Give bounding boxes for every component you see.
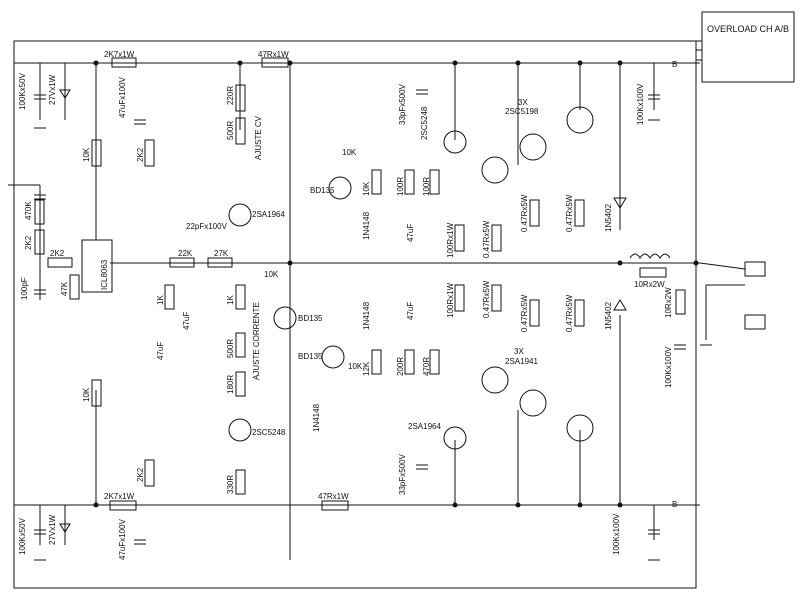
label-c-100k-top: 100Kx100V	[636, 83, 645, 125]
label-c-33pf-bot: 33pFx500V	[398, 454, 407, 495]
label-c-47uf-d: 47uF	[406, 301, 415, 320]
label-r-47k: 47K	[60, 281, 69, 296]
label-r-100rx1w-a: 100Rx1W	[446, 222, 455, 258]
label-r-top-feed: 2K7x1W	[104, 50, 135, 59]
label-r-27k: 27K	[214, 249, 229, 258]
label-r-bot-rail: 47Rx1W	[318, 492, 349, 501]
label-d-1n4148-c: 1N4148	[312, 403, 321, 432]
label-r-180r: 180R	[226, 374, 235, 394]
label-t-2sa1964-top: 2SA1964	[252, 210, 285, 219]
label-c-bot-2: 47uFx100V	[118, 519, 127, 560]
label-r-100r-1: 100R	[396, 176, 405, 196]
label-t-bd135-mid: BD135	[298, 314, 323, 323]
label-c-top-left: 100Kx50V	[18, 73, 27, 110]
label-r-10rx2w-a: 10Rx2W	[634, 280, 665, 289]
label-r-047-1: 0.47Rx5W	[482, 220, 491, 258]
label-ajuste-corrente: AJUSTE CORRENTE	[252, 302, 261, 380]
transistor-2sa1964-top	[228, 203, 252, 227]
label-d-1n5402-top: 1N5402	[604, 203, 613, 232]
label-c-47uf-a: 47uF	[182, 311, 191, 330]
label-r-10k-v1: 10K	[362, 181, 371, 196]
label-r-22k: 22K	[178, 249, 193, 258]
label-r-top-rail: 47Rx1W	[258, 50, 289, 59]
label-r-bot-feed: 2K7x1W	[104, 492, 135, 501]
overload-title: OVERLOAD CH A/B	[707, 24, 790, 34]
label-r-100rx1w-b: 100Rx1W	[446, 282, 455, 318]
label-t-2sc5248-left: 2SC5248	[252, 428, 286, 437]
label-r-12k: 12K	[362, 361, 371, 376]
label-r-10k-left-bot: 10K	[82, 387, 91, 402]
transistor-q2-top	[519, 133, 547, 161]
label-r-10k-q1: 10K	[342, 148, 357, 157]
label-r-10k-bd: 10K	[264, 270, 279, 279]
label-r-470k: 470K	[24, 201, 33, 220]
label-r-047-6: 0.47Rx5W	[565, 294, 574, 332]
label-c-22pf: 22pFx100V	[186, 222, 227, 231]
label-r-500r-top: 500R	[226, 120, 235, 140]
label-ic: ICL8063	[100, 259, 109, 290]
label-d-1n5402-bot: 1N5402	[604, 301, 613, 330]
label-r-220r: 220R	[226, 85, 235, 105]
label-c-100k-bot: 100Kx100V	[612, 513, 621, 555]
label-c-33pf-top: 33pFx500V	[398, 84, 407, 125]
label-r-1k-a: 1K	[156, 295, 165, 305]
transistor-q2-bot	[519, 389, 547, 417]
label-r-047-5: 0.47Rx5W	[565, 194, 574, 232]
label-r-10rx2w-b: 10Rx2W	[664, 287, 673, 318]
label-z-bot: 27Vx1W	[48, 514, 57, 545]
transistor-q3-bot	[566, 414, 594, 442]
label-r-200r: 200R	[396, 356, 405, 376]
label-c-100k-out: 100Kx100V	[664, 346, 673, 388]
label-ajuste-cv: AJUSTE CV	[254, 115, 263, 160]
ic-symbol	[81, 239, 113, 293]
label-r-10k-q2: 10K	[348, 362, 363, 371]
transistor-bd135-bot	[321, 345, 345, 369]
label-rail-top: B	[672, 60, 678, 69]
label-c-47uf-c: 47uF	[406, 223, 415, 242]
label-r-100r-2: 100R	[422, 176, 431, 196]
label-r-1k-b: 1K	[226, 295, 235, 305]
label-r-047-2: 0.47Rx5W	[482, 280, 491, 318]
transistor-bd135-mid	[273, 306, 297, 330]
label-r-2k2-bot: 2K2	[136, 467, 145, 482]
label-t-2sc5198: 2SC5198	[505, 107, 539, 116]
label-r-470r: 470R	[422, 356, 431, 376]
label-c-100pf: 100pF	[20, 277, 29, 300]
transistor-q1-top	[481, 156, 509, 184]
transistor-q3-top	[566, 106, 594, 134]
label-t-2sc5248-top: 2SC5248	[420, 106, 429, 140]
label-r-2k2-in: 2K2	[24, 235, 33, 250]
transistor-q1-bot	[481, 366, 509, 394]
label-r-2k2-mid: 2K2	[50, 249, 65, 258]
overload-box	[701, 11, 795, 83]
label-rail-bot: B	[672, 500, 678, 509]
transistor-2sc5248-left	[228, 418, 252, 442]
label-r-047-3: 0.47Rx5W	[520, 194, 529, 232]
label-t-3x-top: 3X	[518, 98, 528, 107]
label-r-2k2-top: 2K2	[136, 147, 145, 162]
label-z-top: 27Vx1W	[48, 74, 57, 105]
label-r-500r-bot: 500R	[226, 338, 235, 358]
label-t-bd135-bot: BD135	[298, 352, 323, 361]
label-t-2sa1964-bot: 2SA1964	[408, 422, 441, 431]
label-r-10k-left-top: 10K	[82, 147, 91, 162]
label-c-47uf-b: 47uF	[156, 341, 165, 360]
transistor-2sa1964-bot	[443, 426, 467, 450]
label-r-047-4: 0.47Rx5W	[520, 294, 529, 332]
transistor-2sc5248-top	[443, 130, 467, 154]
transistor-bd135-top	[328, 176, 352, 200]
schematic-frame	[13, 40, 697, 589]
label-t-bd135-top: BD135	[310, 186, 335, 195]
label-d-1n4148-b: 1N4148	[362, 301, 371, 330]
label-c-top-2: 47uFx100V	[118, 77, 127, 118]
label-t-2sa1941: 2SA1941	[505, 357, 538, 366]
label-t-3x-bot: 3X	[514, 347, 524, 356]
label-c-bot-left: 100Kx50V	[18, 518, 27, 555]
label-d-1n4148-a: 1N4148	[362, 211, 371, 240]
label-r-330r: 330R	[226, 474, 235, 494]
